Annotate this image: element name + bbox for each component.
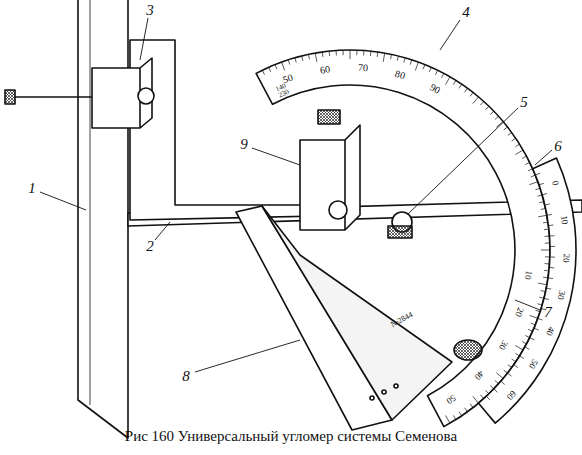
scale-number: 60 [319, 64, 330, 75]
callout-number: 8 [182, 369, 190, 384]
callout-number: 7 [544, 305, 552, 320]
scale-number: 10 [559, 215, 569, 225]
callout-number: 5 [520, 95, 528, 110]
figure-caption: Рис 160 Универсальный угломер системы Се… [0, 428, 582, 445]
callout-number: 2 [146, 239, 154, 254]
scale-number: 10 [523, 270, 533, 280]
scale-number: 30 [556, 290, 567, 301]
scale-number: 20 [561, 253, 570, 262]
callout-number: 4 [462, 5, 470, 20]
callout-number: 6 [554, 139, 562, 154]
callout-number: 1 [28, 181, 36, 196]
callout-number: 9 [240, 137, 248, 152]
callout-number: 3 [146, 3, 154, 18]
scale-number: 70 [357, 63, 368, 74]
